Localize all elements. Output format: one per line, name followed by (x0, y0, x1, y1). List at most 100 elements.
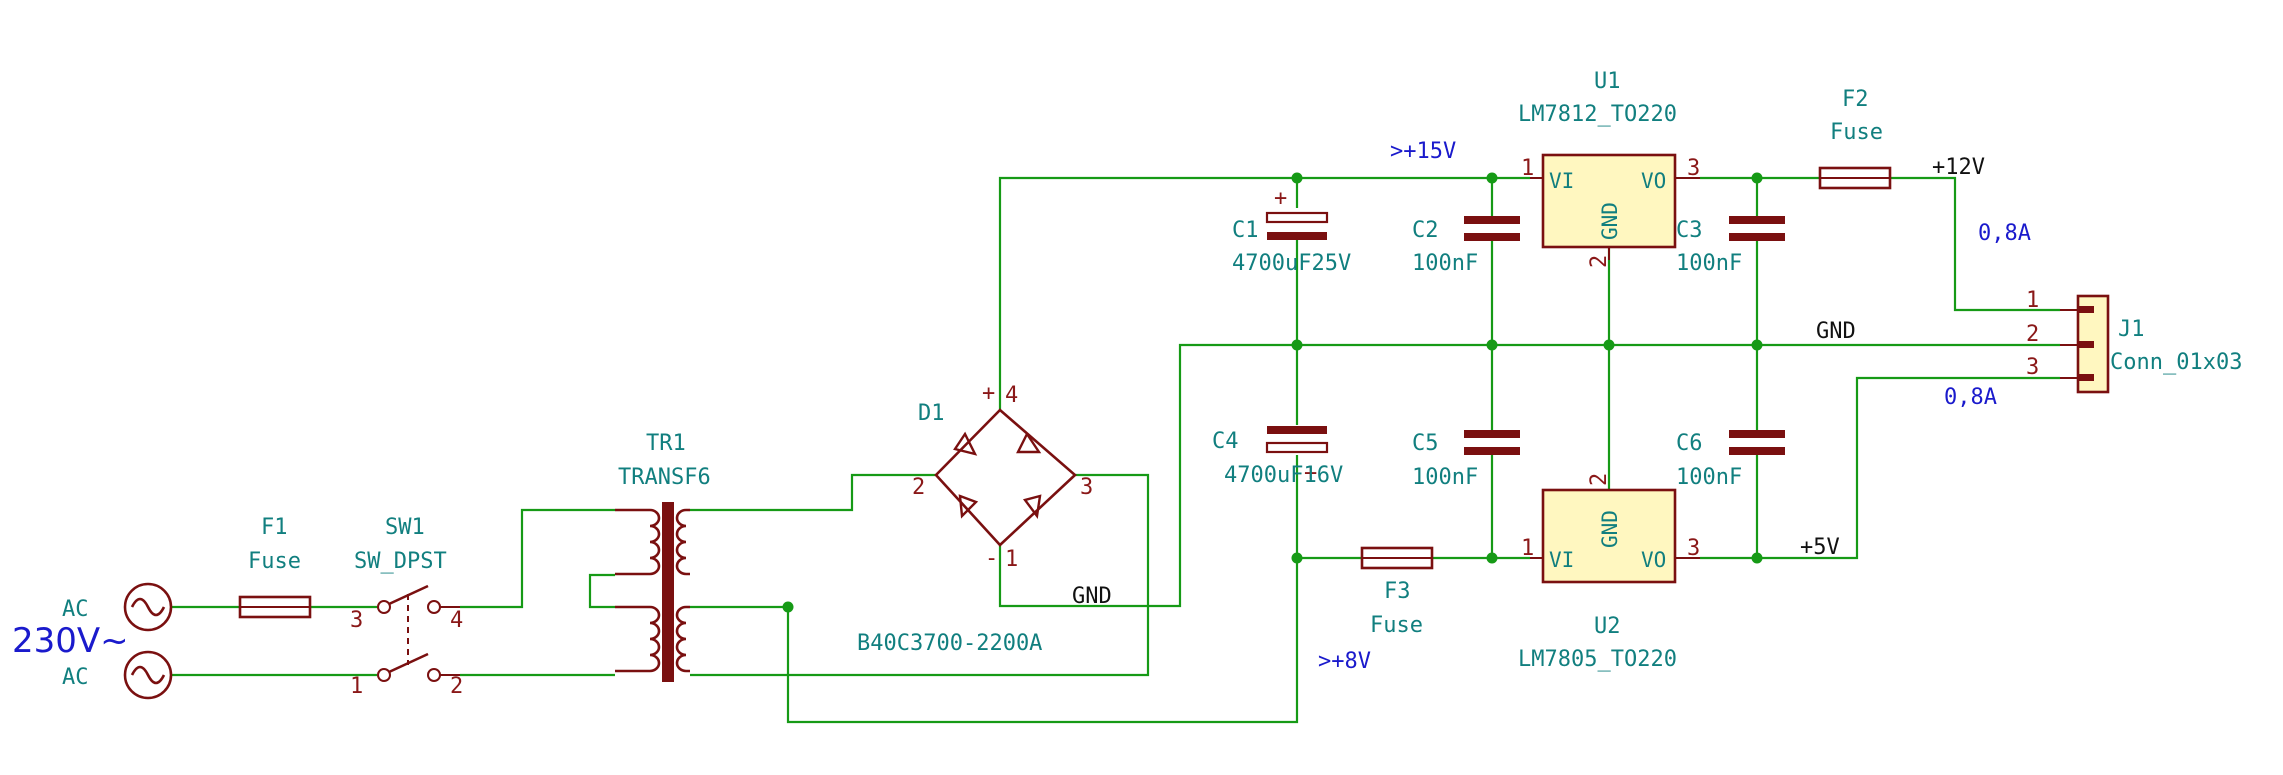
capacitor-c6[interactable]: C6 100nF (1676, 430, 1785, 490)
wire-u2-vo (1700, 376, 2060, 560)
junction-dot (1751, 552, 1763, 564)
junction-dot (1291, 552, 1303, 564)
u2-pin1: 1 (1521, 536, 1534, 561)
c4-ref: C4 (1212, 429, 1239, 454)
sw1-pin: 1 (350, 674, 363, 699)
u1-pin1: 1 (1521, 156, 1534, 181)
regulator-u2[interactable]: VI VO GND 1 3 2 U2 LM7805_TO220 (1518, 473, 1700, 672)
d1-pin2: 2 (912, 475, 925, 500)
f1-ref: F1 (261, 515, 288, 540)
sw1-pin: 2 (450, 674, 463, 699)
c6-ref: C6 (1676, 431, 1703, 456)
current-annotation-top: 0,8A (1978, 221, 2031, 246)
junctions (782, 172, 1763, 613)
ac-source-top[interactable]: AC (62, 582, 173, 632)
junction-dot (1486, 172, 1498, 184)
j1-pin: 1 (2026, 288, 2039, 313)
c4-polarity: + (1304, 461, 1317, 486)
u1-pin2: 2 (1587, 255, 1612, 268)
u1-vi-label: VI (1549, 169, 1574, 193)
u2-gnd-label: GND (1598, 510, 1622, 548)
capacitor-c2[interactable]: C2 100nF (1412, 216, 1520, 276)
sw1-ref: SW1 (385, 515, 425, 540)
capacitor-c4[interactable]: + C4 4700uF16V (1212, 426, 1343, 488)
f2-ref: F2 (1842, 87, 1869, 112)
bridge-rectifier-d1[interactable]: D1 B40C3700-2200A + 4 2 3 - 1 (857, 381, 1093, 656)
sw1-pin: 3 (350, 608, 363, 633)
u2-vo-label: VO (1641, 548, 1666, 572)
u2-value: LM7805_TO220 (1518, 647, 1677, 672)
d1-plus: + (982, 381, 995, 406)
wire-sec-bridge-pin2 (690, 473, 936, 512)
fuse-f2[interactable]: F2 Fuse (1818, 87, 1892, 190)
wire-bridge-minus (998, 343, 1297, 608)
capacitor-c3[interactable]: C3 100nF (1676, 216, 1785, 276)
c1-value: 4700uF25V (1232, 251, 1351, 276)
u2-pin3: 3 (1687, 536, 1700, 561)
fuse-f1[interactable]: F1 Fuse (238, 515, 312, 619)
transformer-tr1[interactable]: TR1 TRANSF6 (615, 431, 711, 682)
wire-sw1-pin4-primary (460, 508, 615, 609)
regulator-u1[interactable]: VI VO GND 1 3 2 U1 LM7812_TO220 (1518, 69, 1700, 268)
net-label-gnd-bridge: GND (1072, 584, 1112, 609)
net-label-15v: >+15V (1390, 139, 1456, 164)
capacitor-c5[interactable]: C5 100nF (1412, 430, 1520, 490)
u1-value: LM7812_TO220 (1518, 102, 1677, 127)
ac-source-bottom[interactable]: AC (62, 650, 173, 700)
d1-pin4: 4 (1005, 383, 1018, 408)
wire-sec-bridge-pin3 (690, 473, 1150, 677)
net-label-gnd: GND (1816, 319, 1856, 344)
junction-dot (1486, 339, 1498, 351)
sw1-pin: 4 (450, 608, 463, 633)
mains-voltage-label: 230V~ (12, 621, 129, 661)
junction-dot (782, 601, 794, 613)
net-label-12v: +12V (1932, 155, 1985, 180)
tr1-value: TRANSF6 (618, 465, 711, 490)
u1-vo-label: VO (1641, 169, 1666, 193)
c2-value: 100nF (1412, 251, 1478, 276)
net-label-8v: >+8V (1318, 649, 1371, 674)
junction-dot (1603, 339, 1615, 351)
current-annotation-bottom: 0,8A (1944, 385, 1997, 410)
junction-dot (1751, 339, 1763, 351)
wire-centre-tap-to-c4 (786, 558, 1299, 724)
junction-dot (1291, 339, 1303, 351)
d1-ref: D1 (918, 401, 945, 426)
wire-bridge-plus (998, 176, 1530, 410)
f3-ref: F3 (1384, 579, 1411, 604)
wire-primary-link (588, 573, 615, 609)
tr1-ref: TR1 (646, 431, 686, 456)
f1-value: Fuse (248, 549, 301, 574)
c1-polarity: + (1274, 186, 1287, 211)
connector-j1[interactable]: 1 2 3 J1 Conn_01x03 (2026, 288, 2242, 394)
switch-sw1[interactable]: SW1 SW_DPST 3 4 1 2 (350, 515, 463, 699)
d1-pin1: 1 (1005, 547, 1018, 572)
u1-gnd-label: GND (1598, 202, 1622, 240)
fuse-f3[interactable]: F3 Fuse (1360, 546, 1434, 638)
f3-value: Fuse (1370, 613, 1423, 638)
c3-value: 100nF (1676, 251, 1742, 276)
d1-value: B40C3700-2200A (857, 631, 1042, 656)
u1-ref: U1 (1594, 69, 1621, 94)
j1-pin: 2 (2026, 322, 2039, 347)
j1-pin: 3 (2026, 355, 2039, 380)
j1-value: Conn_01x03 (2110, 350, 2242, 375)
ac-label-top: AC (62, 597, 89, 622)
junction-dot (1291, 172, 1303, 184)
c3-ref: C3 (1676, 218, 1703, 243)
junction-dot (1751, 172, 1763, 184)
capacitor-c1[interactable]: + C1 4700uF25V (1232, 186, 1351, 276)
net-label-5v: +5V (1800, 535, 1840, 560)
c2-ref: C2 (1412, 218, 1439, 243)
u2-ref: U2 (1594, 614, 1621, 639)
d1-minus: - (985, 546, 998, 571)
c5-value: 100nF (1412, 465, 1478, 490)
j1-ref: J1 (2118, 317, 2145, 342)
junction-dot (1486, 552, 1498, 564)
u2-vi-label: VI (1549, 548, 1574, 572)
c6-value: 100nF (1676, 465, 1742, 490)
wire-f2-connector (1890, 176, 2060, 312)
u1-pin3: 3 (1687, 156, 1700, 181)
c4-value: 4700uF16V (1224, 463, 1343, 488)
